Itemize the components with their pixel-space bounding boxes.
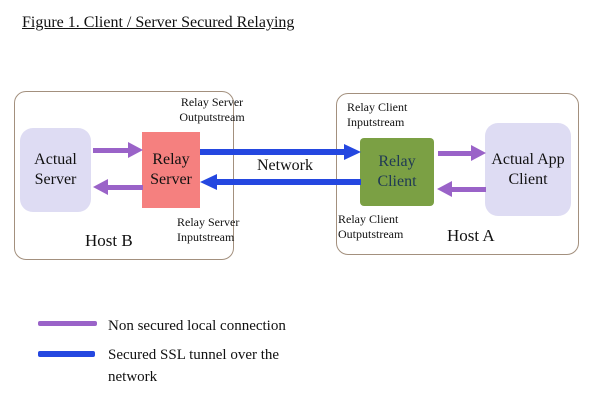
relay-client-node: Relay Client [360, 138, 434, 206]
arrow-relay-client-to-app-client [438, 145, 486, 161]
figure-title: Figure 1. Client / Server Secured Relayi… [22, 14, 295, 31]
relay-server-node: Relay Server [142, 132, 200, 208]
actual-app-client-node: Actual App Client [485, 123, 571, 216]
arrow-shaft [438, 150, 471, 156]
arrow-shaft [108, 184, 143, 190]
arrow-shaft [217, 179, 361, 185]
relay-server-label: Relay Server [150, 151, 192, 188]
actual-app-client-label: Actual App Client [491, 150, 565, 188]
relay-server-outputstream-label: Relay Server Outputstream [179, 95, 245, 124]
arrow-shaft [452, 186, 486, 192]
arrow-head-left-icon [93, 179, 108, 195]
legend-non-secured-label: Non secured local connection [108, 318, 286, 334]
actual-server-node: Actual Server [20, 128, 91, 212]
arrow-head-left-icon [437, 181, 452, 197]
arrow-actual-server-to-relay-server [93, 142, 143, 158]
arrow-head-right-icon [344, 144, 361, 160]
relay-client-inputstream-label: Relay Client Inputstream [347, 100, 408, 129]
host-b-container [14, 91, 234, 260]
arrow-shaft [93, 147, 128, 153]
legend-secured-label: Secured SSL tunnel over the network [108, 347, 280, 385]
arrow-head-right-icon [128, 142, 143, 158]
relay-client-outputstream-label: Relay Client Outputstream [338, 212, 404, 241]
legend-non-secured-line-icon [38, 321, 97, 326]
actual-server-label: Actual Server [34, 151, 77, 188]
arrow-network-client-to-server [200, 174, 361, 190]
arrow-app-client-to-relay-client [437, 181, 486, 197]
arrow-head-left-icon [200, 174, 217, 190]
relay-server-inputstream-label: Relay Server Inputstream [177, 215, 240, 244]
arrow-head-right-icon [471, 145, 486, 161]
arrow-network-server-to-client [200, 144, 361, 160]
relay-client-label: Relay Client [377, 153, 417, 190]
arrow-shaft [200, 149, 344, 155]
host-a-container [336, 93, 579, 255]
legend-secured-line-icon [38, 351, 95, 357]
network-label: Network [257, 157, 313, 174]
host-a-label: Host A [447, 226, 495, 245]
arrow-relay-server-to-actual-server [93, 179, 143, 195]
host-b-label: Host B [85, 231, 133, 250]
